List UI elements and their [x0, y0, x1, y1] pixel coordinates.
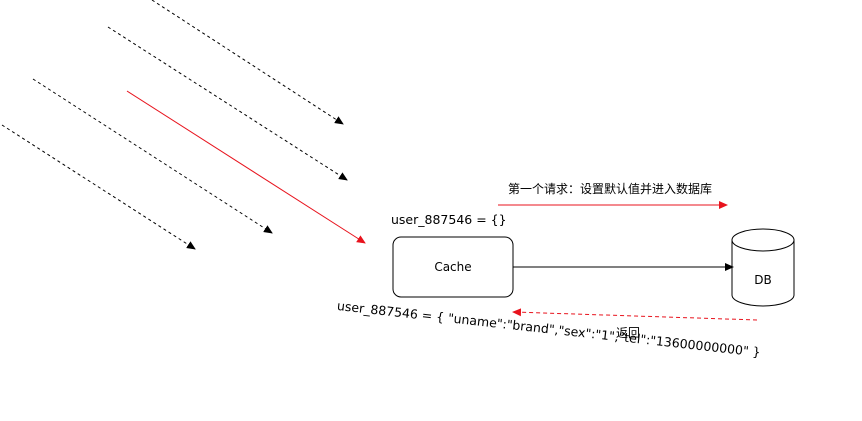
return-label: 返回 — [616, 326, 641, 340]
cache-label: Cache — [434, 260, 472, 274]
return-arrow — [512, 308, 758, 321]
first-request-arrow — [126, 90, 366, 244]
incoming-request-arrow-1 — [151, 0, 344, 125]
incoming-request-arrow-3 — [32, 78, 273, 234]
empty-value-label: user_887546 = {} — [391, 212, 507, 227]
db-label: DB — [754, 273, 772, 287]
db-node — [731, 228, 795, 307]
first-request-label: 第一个请求：设置默认值并进入数据库 — [508, 182, 713, 196]
incoming-request-arrow-2 — [107, 26, 348, 181]
incoming-request-arrow-4 — [1, 124, 196, 250]
